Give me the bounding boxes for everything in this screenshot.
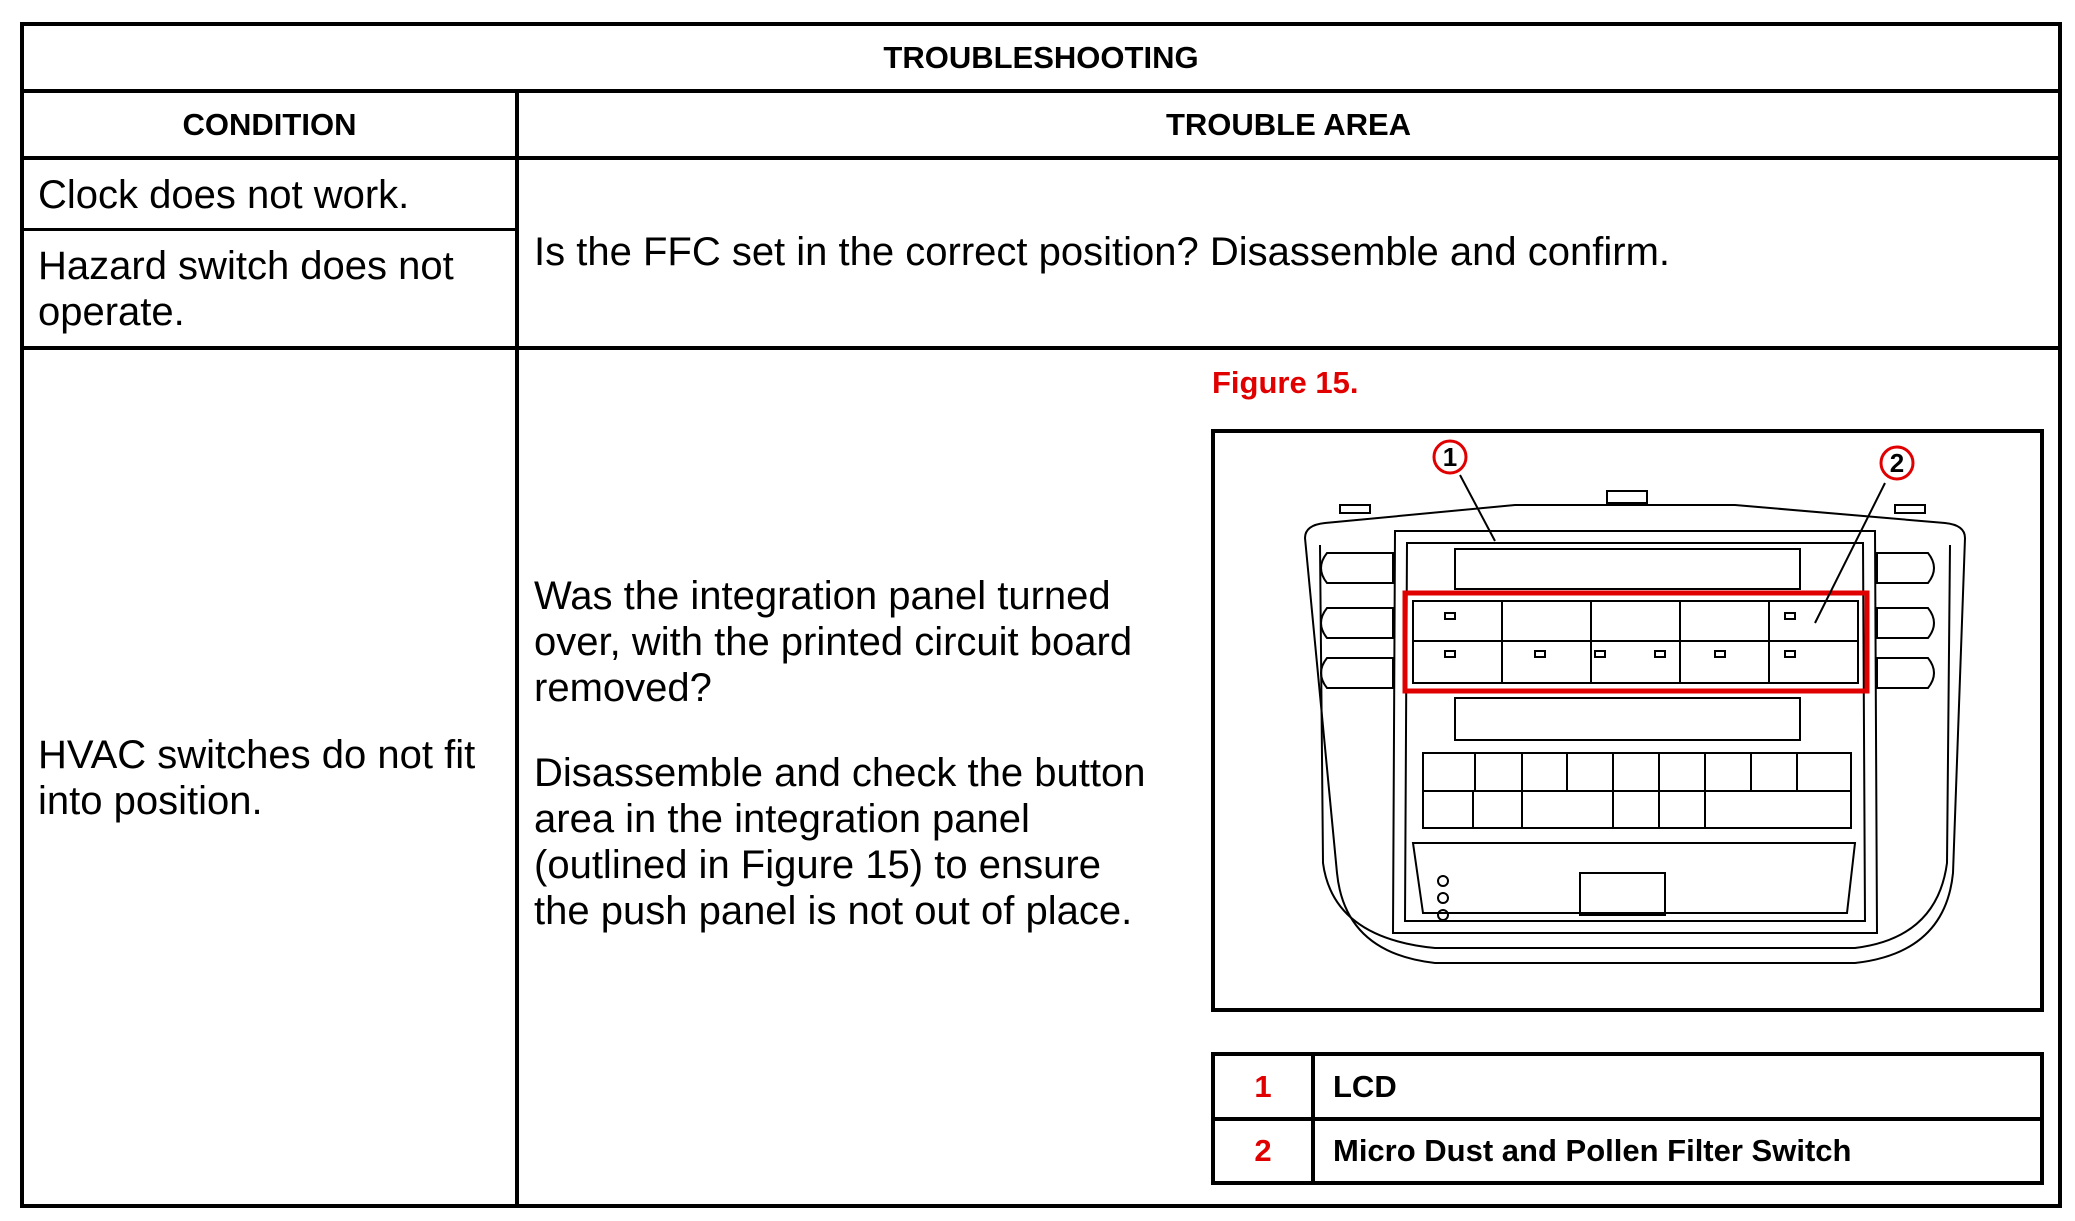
figure-caption: Figure 15. bbox=[1212, 365, 1359, 400]
legend-label-2: Micro Dust and Pollen Filter Switch bbox=[1333, 1133, 1852, 1168]
table-border-right bbox=[2058, 22, 2062, 1208]
condition-hazard: Hazard switch does not operate. bbox=[38, 244, 454, 334]
callout-2 bbox=[1879, 445, 1915, 481]
panel-outer-housing bbox=[1303, 504, 1967, 964]
figure-box: 1 2 bbox=[1211, 429, 2044, 1012]
header-trouble-area: TROUBLE AREA bbox=[1165, 107, 1412, 142]
callout-2-label: 2 bbox=[1890, 448, 1904, 478]
legend-col-divider bbox=[1311, 1056, 1315, 1181]
legend-table: 1 LCD 2 Micro Dust and Pollen Filter Swi… bbox=[1211, 1052, 2044, 1185]
trouble-area-p1: Was the integration panel turned over, w… bbox=[534, 574, 1133, 710]
table-title: TROUBLESHOOTING bbox=[883, 40, 1199, 75]
rule-below-row1 bbox=[20, 346, 2062, 350]
trouble-area-ffc: Is the FFC set in the correct position? … bbox=[534, 230, 1671, 274]
legend-num-2: 2 bbox=[1254, 1133, 1272, 1168]
condition-hvac: HVAC switches do not fit into position. bbox=[38, 733, 476, 823]
rule-between-conditions bbox=[20, 228, 518, 231]
legend-row-divider bbox=[1215, 1117, 2040, 1121]
rule-below-headers bbox=[20, 156, 2062, 160]
lower-display bbox=[1454, 697, 1801, 741]
rule-column-divider bbox=[515, 89, 519, 1208]
table-border-left bbox=[20, 22, 24, 1208]
legend-label-1: LCD bbox=[1333, 1069, 1397, 1104]
callout-1-label: 1 bbox=[1443, 442, 1457, 472]
table-border-top bbox=[20, 22, 2062, 26]
callout-1 bbox=[1432, 439, 1468, 475]
integration-panel-illustration: 1 2 bbox=[1303, 439, 1967, 964]
bottom-display bbox=[1579, 872, 1666, 916]
rule-below-title bbox=[20, 89, 2062, 93]
header-condition: CONDITION bbox=[182, 107, 357, 142]
panel-top-clip bbox=[1606, 490, 1648, 504]
trouble-area-p2: Disassemble and check the button area in… bbox=[534, 751, 1146, 933]
legend-num-1: 1 bbox=[1254, 1069, 1272, 1104]
lcd-display bbox=[1454, 548, 1801, 590]
condition-clock: Clock does not work. bbox=[38, 173, 410, 217]
table-border-bottom bbox=[20, 1204, 2062, 1208]
button-area-outline bbox=[1402, 590, 1870, 694]
